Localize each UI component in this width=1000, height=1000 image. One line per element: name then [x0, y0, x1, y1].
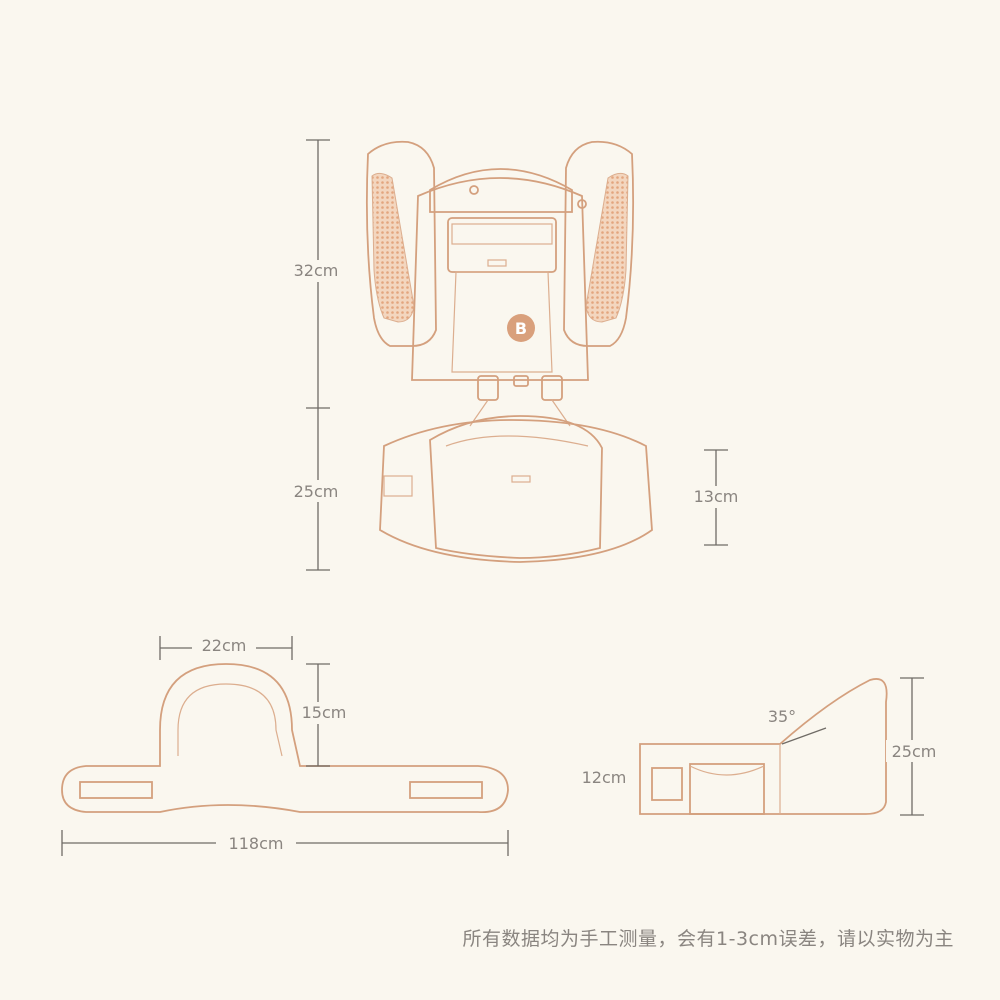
brand-tag-top [487, 259, 507, 267]
right-shoulder-strap [563, 140, 635, 347]
left-shoulder-strap [365, 140, 437, 347]
label-side-height: 25cm [892, 742, 937, 761]
inner-mesh-panel [451, 271, 553, 373]
belt-dimension-lines [61, 636, 509, 856]
brand-tag-seat [511, 475, 531, 483]
center-buckle [513, 375, 529, 387]
back-panel [411, 177, 589, 381]
carrier-front-view: B [365, 140, 653, 563]
brand-logo-badge [507, 314, 535, 342]
hood-pocket-flap [451, 223, 553, 245]
label-seat-height: 13cm [694, 487, 739, 506]
side-seat-pocket [689, 763, 765, 815]
hood-pocket [447, 217, 557, 273]
label-belt-arch-height: 15cm [302, 703, 347, 722]
label-belt-arch-width: 22cm [202, 636, 247, 655]
label-front-lower: 25cm [294, 482, 339, 501]
side-seat-outline [639, 678, 888, 815]
waist-belt-inner-arch [177, 683, 283, 757]
label-seat-angle: 35° [768, 707, 796, 726]
hip-seat-side-view [639, 678, 888, 815]
belt-strap-right [409, 781, 483, 799]
belt-strap-left [79, 781, 153, 799]
hood-top [429, 168, 573, 213]
label-front-upper: 32cm [294, 261, 339, 280]
hood-snap-right [577, 199, 587, 209]
right-strap-mesh [585, 172, 629, 323]
hip-seat-zipper [445, 435, 589, 447]
label-belt-length: 118cm [229, 834, 284, 853]
hip-seat [379, 419, 653, 563]
measurement-footnote: 所有数据均为手工测量，会有1-3cm误差，请以实物为主 [462, 928, 954, 950]
waist-belt-outline [61, 663, 509, 813]
side-seat-strap [651, 767, 683, 801]
waist-belt-diagram [61, 663, 509, 813]
side-pocket [383, 475, 413, 497]
label-side-depth: 12cm [582, 768, 627, 787]
hip-seat-pouch [429, 415, 603, 559]
front-dimension-lines [306, 139, 728, 571]
left-strap-mesh [371, 172, 415, 323]
side-seat-pocket-flap [689, 765, 765, 776]
brand-logo-letter: B [515, 319, 527, 338]
hood-snap-left [469, 185, 479, 195]
